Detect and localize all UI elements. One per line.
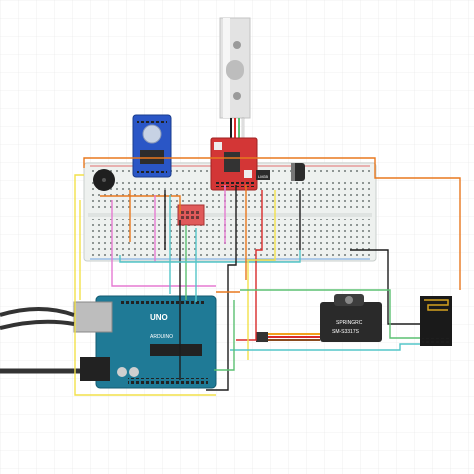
rtc-module-icon xyxy=(132,114,172,178)
arduino-logo-label: ARDUINO xyxy=(150,334,173,340)
capacitor-icon xyxy=(291,163,305,181)
usb-port-icon xyxy=(73,301,113,333)
arduino-uno-board: UNO ARDUINO xyxy=(73,295,217,389)
servo-connector xyxy=(256,332,320,342)
servo-brand-label: SPRINGRC xyxy=(336,320,363,326)
temp-sensor-label: LM35 xyxy=(258,174,269,179)
servo-motor-icon: SPRINGRC SM-S3317S xyxy=(320,294,382,342)
lm35-sensor-icon: LM35 xyxy=(256,170,270,180)
hx711-board-icon xyxy=(210,137,258,191)
atmega-chip-icon xyxy=(150,344,202,356)
power-jack-icon xyxy=(80,357,110,381)
arduino-brand-label: UNO xyxy=(150,313,168,322)
buzzer-icon xyxy=(93,169,115,191)
servo-model-label: SM-S3317S xyxy=(332,329,360,335)
usb-cable xyxy=(0,307,75,330)
wires xyxy=(74,157,461,396)
load-cell-bar-icon xyxy=(219,17,251,139)
esp8266-module-icon xyxy=(420,296,452,346)
small-breakout-icon xyxy=(177,204,205,226)
